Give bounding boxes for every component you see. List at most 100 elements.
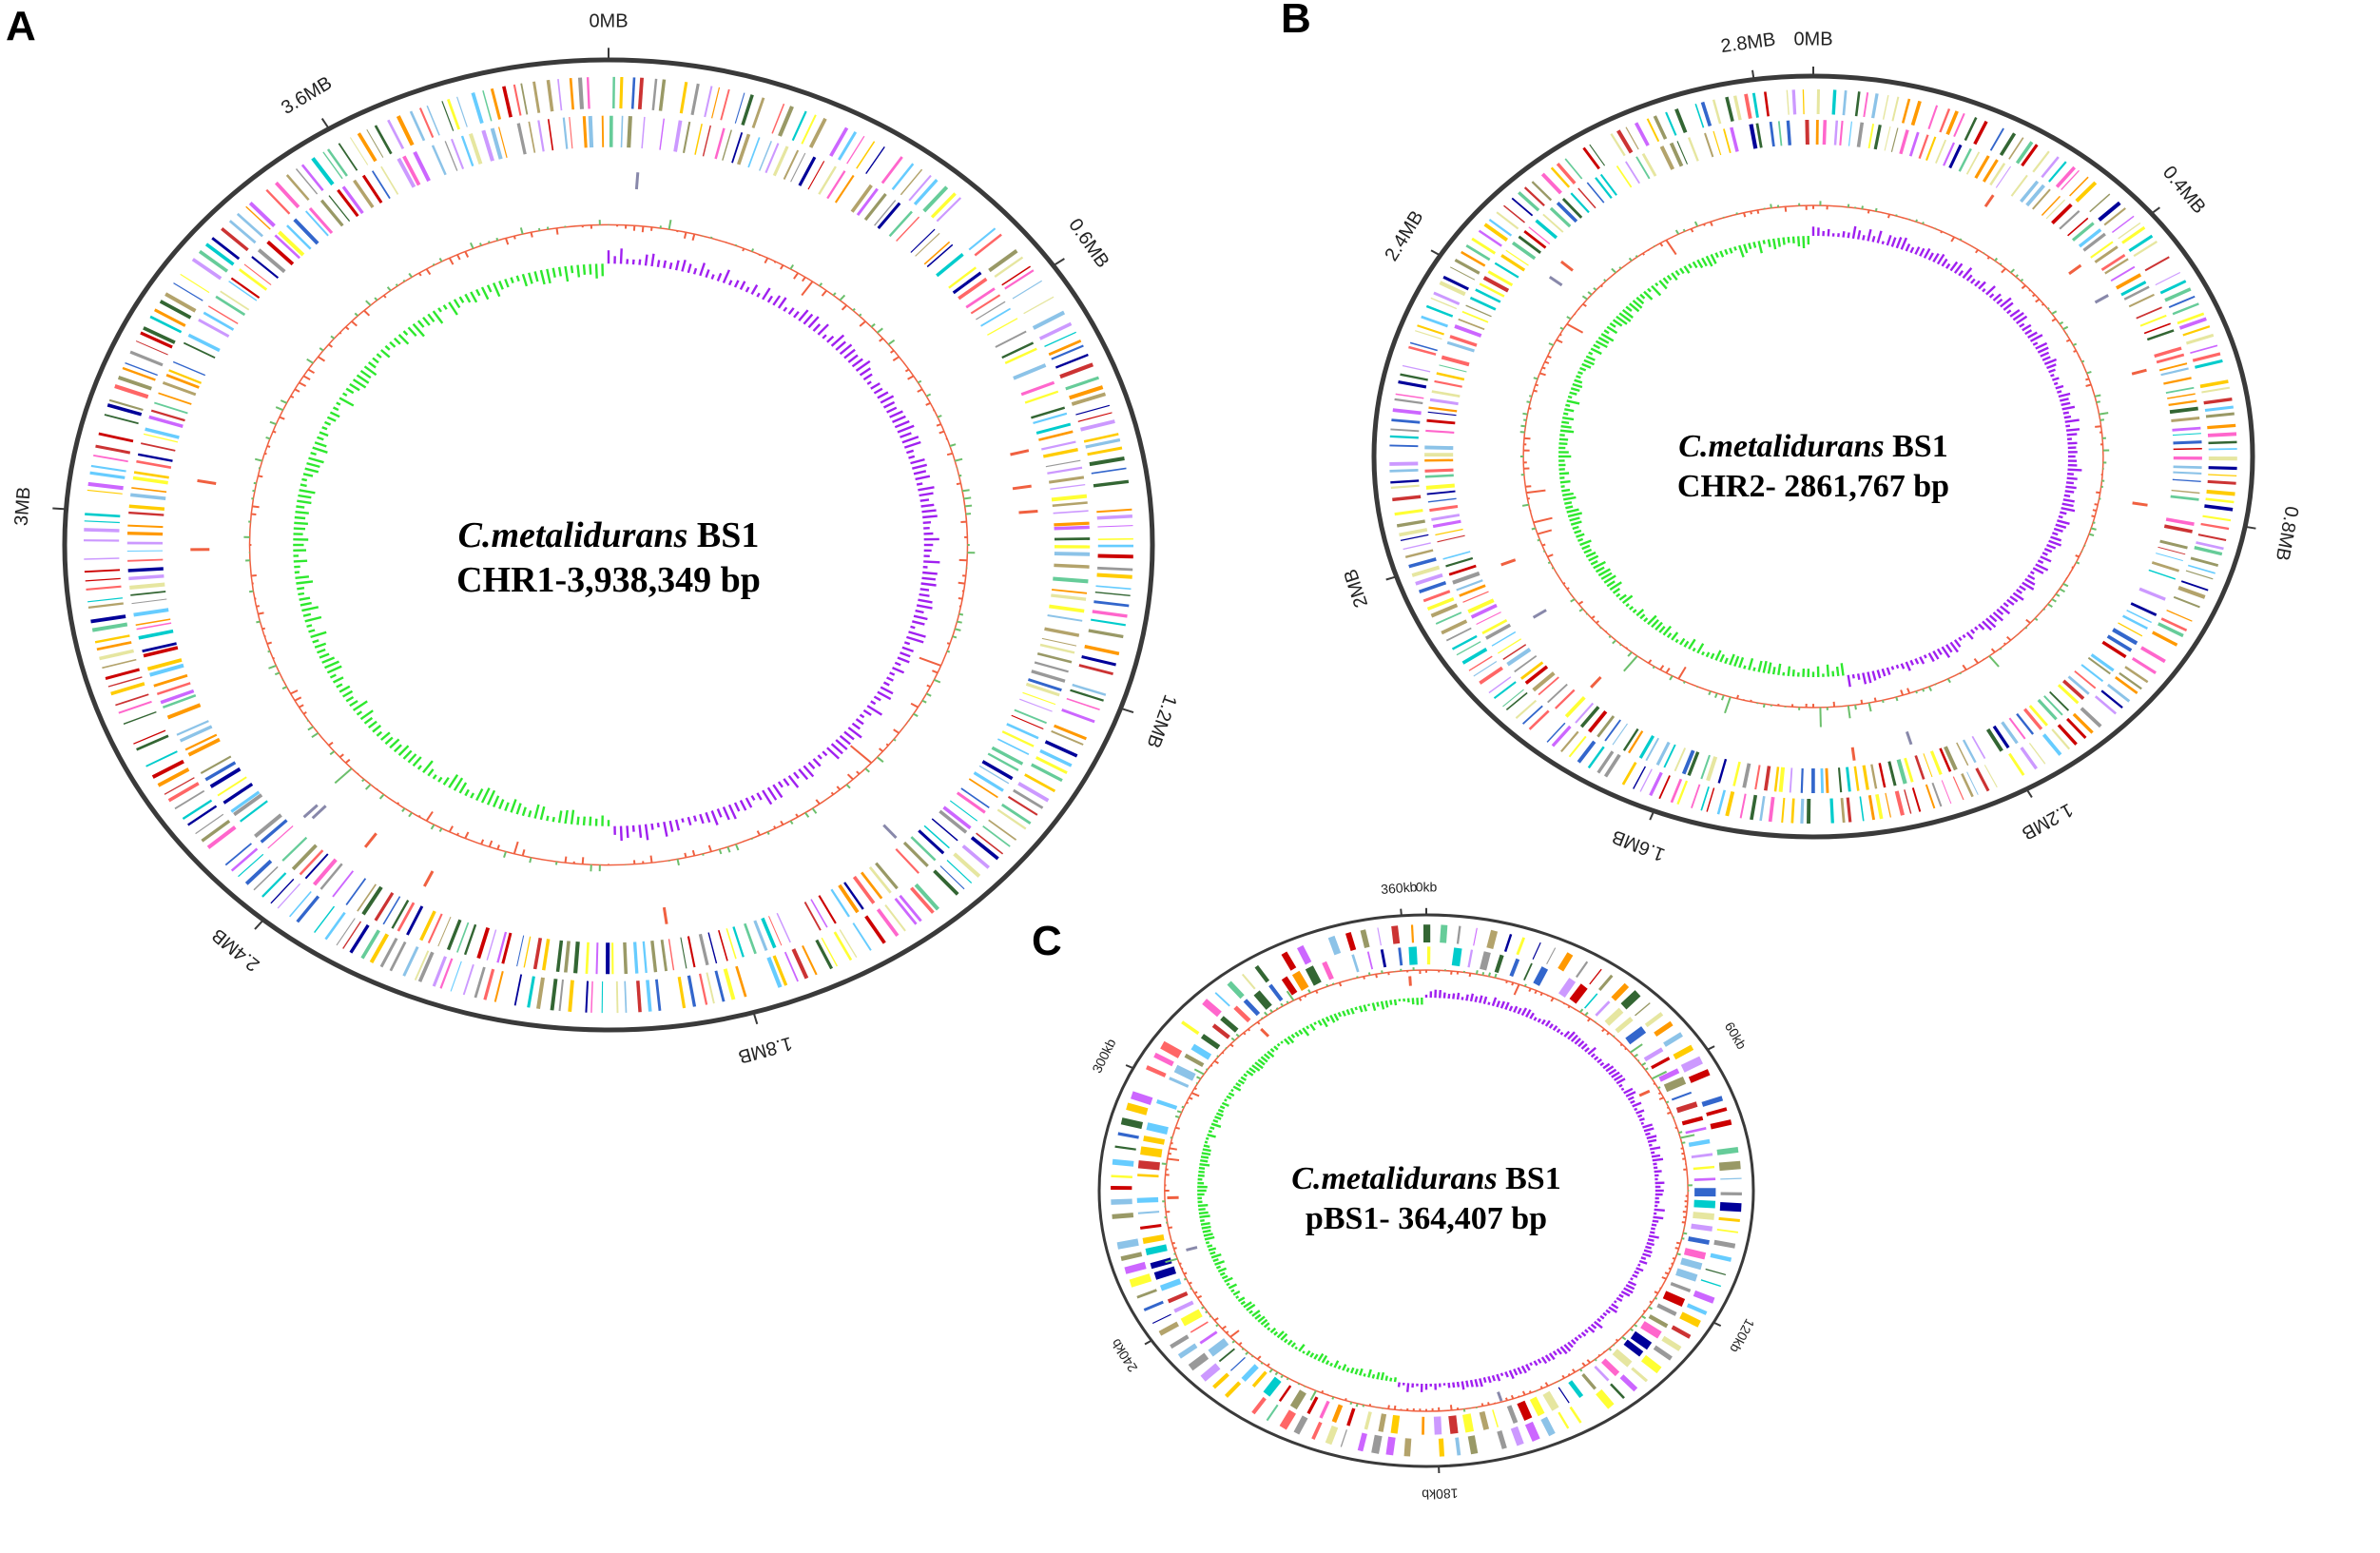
gc-skew-mark bbox=[376, 353, 382, 359]
gc-skew-mark bbox=[1203, 1144, 1210, 1149]
gc-skew-mark bbox=[2027, 331, 2038, 339]
cds-feature-mark bbox=[221, 227, 249, 252]
cds-feature-mark bbox=[1023, 296, 1055, 315]
gc-content-mark bbox=[1195, 1081, 1198, 1085]
cds-feature-mark bbox=[2182, 325, 2211, 337]
gc-skew-mark bbox=[862, 373, 873, 381]
gc-skew-mark bbox=[1647, 614, 1657, 626]
gc-skew-mark bbox=[1389, 1000, 1393, 1005]
cds-feature-mark bbox=[1243, 999, 1261, 1017]
gc-content-mark bbox=[1874, 207, 1878, 212]
cds-feature-mark bbox=[474, 966, 486, 999]
gc-skew-mark bbox=[1752, 242, 1757, 248]
cds-feature-mark bbox=[2118, 222, 2141, 240]
gc-skew-mark bbox=[1487, 1376, 1492, 1384]
gc-skew-mark bbox=[692, 267, 698, 275]
cds-feature-mark bbox=[2015, 141, 2034, 165]
gc-content-mark bbox=[1523, 983, 1527, 987]
cds-feature-mark bbox=[1596, 715, 1616, 738]
gc-skew-mark bbox=[1567, 1031, 1576, 1040]
cds-feature-mark bbox=[2208, 448, 2237, 451]
gc-skew-mark bbox=[1634, 1107, 1638, 1112]
cds-feature-mark bbox=[1066, 697, 1100, 711]
cds-feature-mark bbox=[1749, 124, 1758, 149]
rna-feature-mark bbox=[2131, 368, 2147, 376]
gc-content-mark bbox=[1561, 1374, 1566, 1379]
gc-content-mark bbox=[1618, 266, 1622, 270]
gc-skew-mark bbox=[910, 625, 916, 630]
cds-feature-mark bbox=[1575, 702, 1595, 724]
gc-content-mark bbox=[581, 857, 585, 864]
gc-skew-mark bbox=[1623, 1287, 1634, 1294]
cds-feature-mark bbox=[1956, 742, 1969, 767]
gc-skew-mark bbox=[480, 286, 490, 301]
gc-skew-mark bbox=[1748, 657, 1754, 670]
gc-skew-mark bbox=[1621, 594, 1634, 605]
cds-feature-mark bbox=[1045, 459, 1081, 468]
cds-feature-mark bbox=[1097, 566, 1133, 572]
cds-feature-mark bbox=[1899, 129, 1909, 155]
gc-skew-mark bbox=[2000, 297, 2012, 308]
gc-content-mark bbox=[365, 300, 372, 306]
cds-feature-mark bbox=[379, 937, 398, 968]
gc-content-mark bbox=[1940, 230, 1943, 234]
gc-content-mark bbox=[1393, 1405, 1397, 1410]
cds-feature-mark bbox=[1673, 1044, 1694, 1060]
gc-skew-mark bbox=[908, 631, 926, 638]
gc-content-mark bbox=[334, 767, 353, 785]
gc-skew-mark bbox=[582, 264, 587, 275]
gc-skew-mark bbox=[2052, 377, 2060, 381]
gc-content-mark bbox=[1544, 360, 1550, 364]
cds-feature-mark bbox=[642, 941, 648, 974]
gc-skew-mark bbox=[1389, 1377, 1393, 1382]
gc-content-mark bbox=[917, 379, 922, 384]
gc-content-mark bbox=[1616, 1039, 1619, 1042]
cds-feature-mark bbox=[679, 82, 688, 114]
gc-skew-mark bbox=[294, 515, 306, 520]
cds-feature-mark bbox=[856, 187, 879, 217]
cds-feature-mark bbox=[1891, 96, 1900, 122]
cds-feature-mark bbox=[2128, 293, 2155, 308]
gc-skew-mark bbox=[1208, 1247, 1217, 1252]
gc-content-mark bbox=[1535, 383, 1538, 387]
cds-feature-mark bbox=[1291, 970, 1309, 992]
gc-content-mark bbox=[1539, 992, 1543, 997]
cds-feature-mark bbox=[884, 903, 906, 932]
gc-skew-mark bbox=[1988, 293, 1995, 299]
cds-feature-mark bbox=[1408, 557, 1437, 569]
cds-feature-mark bbox=[402, 945, 419, 977]
gc-content-mark bbox=[1481, 972, 1485, 976]
cds-feature-mark bbox=[1190, 1321, 1209, 1333]
gc-skew-mark bbox=[894, 661, 901, 667]
gc-skew-mark bbox=[2022, 581, 2035, 591]
gc-content-mark bbox=[1522, 412, 1528, 416]
gc-content-mark bbox=[1770, 204, 1772, 208]
cds-feature-mark bbox=[1653, 1345, 1673, 1361]
cds-feature-mark bbox=[1096, 514, 1132, 520]
rna-feature-mark bbox=[1559, 260, 1574, 272]
cds-feature-mark bbox=[2171, 489, 2200, 495]
gc-skew-mark bbox=[912, 463, 927, 470]
cds-feature-mark bbox=[1137, 1160, 1160, 1171]
cds-feature-mark bbox=[206, 825, 237, 849]
gc-skew-mark bbox=[582, 816, 586, 826]
gc-content-mark bbox=[1167, 1157, 1180, 1161]
cds-feature-mark bbox=[1136, 1289, 1157, 1299]
tick-label: 1.8MB bbox=[736, 1032, 795, 1067]
cds-feature-mark bbox=[1503, 934, 1513, 952]
cds-feature-mark bbox=[1048, 476, 1085, 484]
cds-feature-mark bbox=[419, 910, 436, 942]
cds-feature-mark bbox=[1524, 665, 1549, 685]
cds-feature-mark bbox=[960, 787, 990, 808]
gc-skew-mark bbox=[2062, 498, 2075, 503]
gc-skew-mark bbox=[1627, 1280, 1636, 1287]
cds-feature-mark bbox=[1078, 664, 1113, 675]
gc-skew-mark bbox=[486, 284, 493, 293]
cds-feature-mark bbox=[1533, 966, 1549, 986]
cds-feature-mark bbox=[766, 957, 783, 988]
gc-skew-mark bbox=[1280, 1040, 1284, 1044]
cds-feature-mark bbox=[1676, 780, 1689, 806]
gc-skew-mark bbox=[1654, 1170, 1662, 1174]
gc-skew-mark bbox=[1613, 1074, 1623, 1081]
